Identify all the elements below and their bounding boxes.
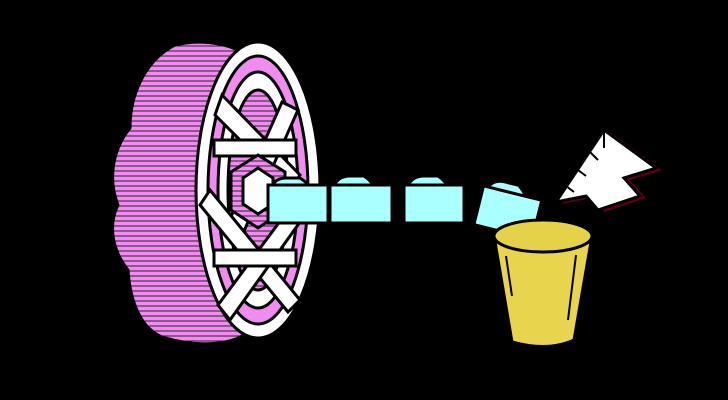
mouse-cursor-icon xyxy=(552,127,662,212)
folder-icon xyxy=(266,176,330,225)
folder-icon xyxy=(402,174,466,225)
logo-face xyxy=(194,40,322,340)
cursor-arrow xyxy=(552,127,660,212)
folder-icon xyxy=(328,174,394,225)
knot-logo-icon xyxy=(111,40,322,346)
bin-rim xyxy=(492,218,594,254)
trash-bin-icon xyxy=(492,218,594,349)
